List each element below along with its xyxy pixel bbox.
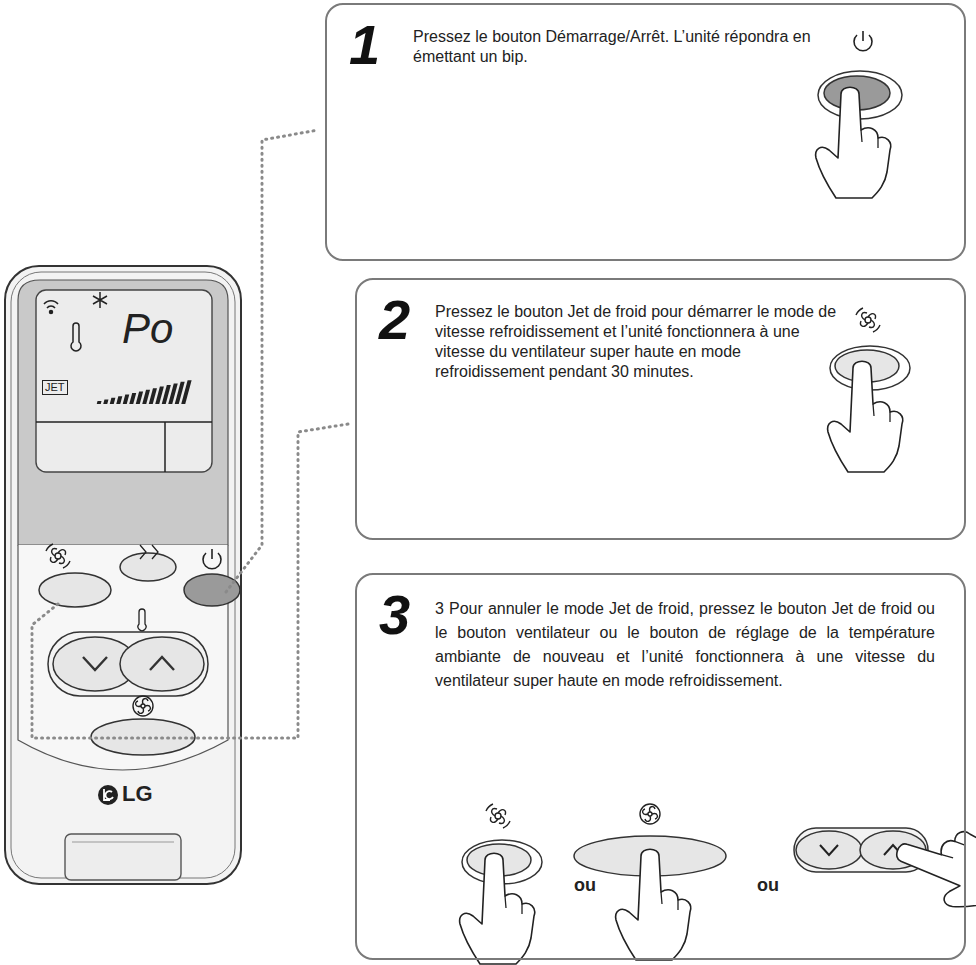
- fan-bar: [110, 398, 116, 404]
- step-number: 2: [379, 292, 410, 348]
- step-panel: 3 3 Pour annuler le mode Jet de froid, pr…: [355, 573, 966, 960]
- brand-logo: LG: [122, 783, 153, 805]
- lcd-display-code: Po: [122, 308, 173, 350]
- fan-bar: [129, 393, 136, 404]
- power-button-icon: [816, 31, 902, 198]
- step-text: Pressez le bouton Jet de froid pour déma…: [435, 302, 845, 382]
- fan-bar: [123, 395, 130, 404]
- lcd-jet-indicator: JET: [42, 380, 68, 395]
- step-text: 3 Pour annuler le mode Jet de froid, pre…: [435, 597, 935, 693]
- fan-speed-bars: [97, 380, 192, 404]
- step-text: Pressez le bouton Démarrage/Arrêt. L’uni…: [413, 27, 833, 67]
- or-word: ou: [574, 876, 596, 894]
- lcd-icons: [36, 292, 212, 472]
- step-number: 1: [349, 17, 380, 73]
- step-panel: 1 Pressez le bouton Démarrage/Arrêt. L’un…: [325, 3, 966, 261]
- or-word: ou: [757, 876, 779, 894]
- step-panel: 2 Pressez le bouton Jet de froid pour dém…: [355, 278, 966, 540]
- fan-bar: [149, 388, 157, 404]
- leader-line: [32, 130, 348, 738]
- fan-bar: [97, 401, 102, 404]
- fan-bar: [103, 399, 108, 404]
- remote-control: [5, 266, 241, 884]
- remote-buttons: [39, 553, 240, 755]
- jet-button-icon: [828, 308, 910, 472]
- fan-bar: [136, 391, 143, 404]
- fan-bar: [142, 390, 150, 404]
- fan-bar: [181, 380, 191, 404]
- fan-bar: [116, 396, 122, 404]
- cancel-buttons-icons: [460, 804, 976, 964]
- step-number: 3: [379, 587, 410, 643]
